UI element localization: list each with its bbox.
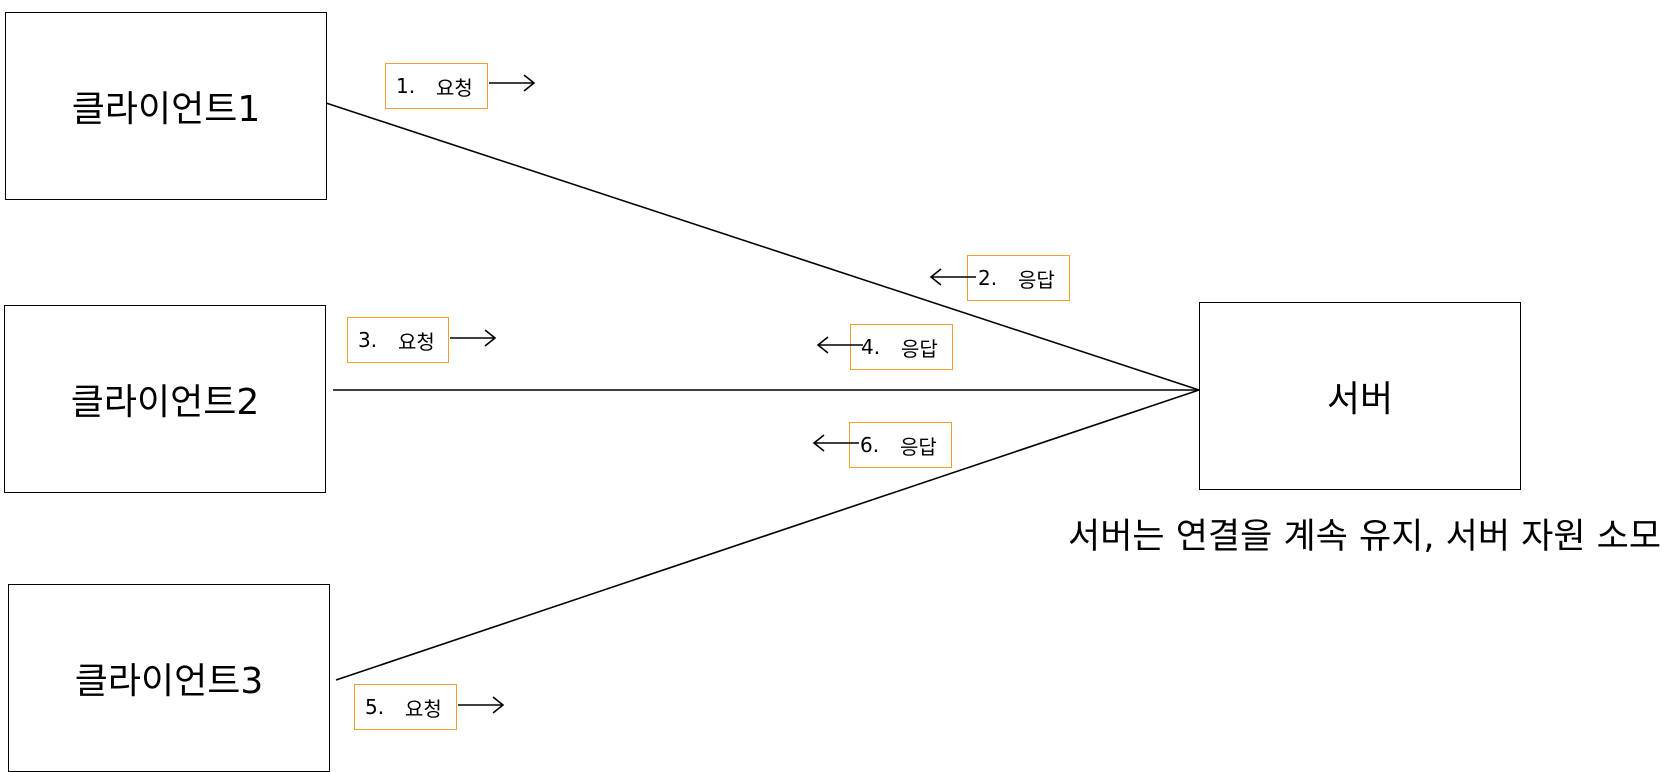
- message-label: 응답: [901, 336, 938, 361]
- message-label: 요청: [436, 75, 473, 100]
- message-number: 4.: [861, 335, 881, 359]
- client3-label: 클라이언트3: [74, 661, 264, 702]
- arrow-right-icon: [489, 74, 536, 92]
- arrow-left-icon: [816, 336, 863, 354]
- message-number: 3.: [358, 328, 378, 352]
- server-label: 서버: [1326, 379, 1394, 420]
- message-number: 2.: [978, 266, 998, 290]
- server-box: 서버: [1199, 302, 1521, 490]
- message-tag-3: 3. 요청: [347, 317, 449, 363]
- message-tag-6: 6. 응답: [849, 422, 952, 468]
- message-label: 응답: [900, 434, 937, 459]
- arrow-right-icon: [458, 696, 505, 714]
- server-note: 서버는 연결을 계속 유지, 서버 자원 소모: [1068, 517, 1662, 557]
- client2-label: 클라이언트2: [70, 382, 260, 423]
- client1-label: 클라이언트1: [71, 89, 261, 130]
- client2-box: 클라이언트2: [4, 305, 326, 493]
- arrow-left-icon: [812, 434, 859, 452]
- client1-box: 클라이언트1: [5, 12, 327, 200]
- arrow-right-icon: [450, 329, 497, 347]
- message-number: 6.: [860, 433, 880, 457]
- client3-box: 클라이언트3: [8, 584, 330, 772]
- arrow-left-icon: [929, 268, 976, 286]
- message-number: 1.: [396, 74, 416, 98]
- message-tag-4: 4. 응답: [850, 324, 953, 370]
- message-tag-5: 5. 요청: [354, 684, 457, 730]
- message-label: 응답: [1018, 267, 1055, 292]
- connection-client3-server: [335, 389, 1200, 681]
- message-tag-1: 1. 요청: [385, 63, 488, 109]
- message-number: 5.: [365, 695, 385, 719]
- message-tag-2: 2. 응답: [967, 255, 1070, 301]
- message-label: 요청: [398, 329, 435, 354]
- message-label: 요청: [405, 696, 442, 721]
- connection-client1-server: [325, 102, 1200, 391]
